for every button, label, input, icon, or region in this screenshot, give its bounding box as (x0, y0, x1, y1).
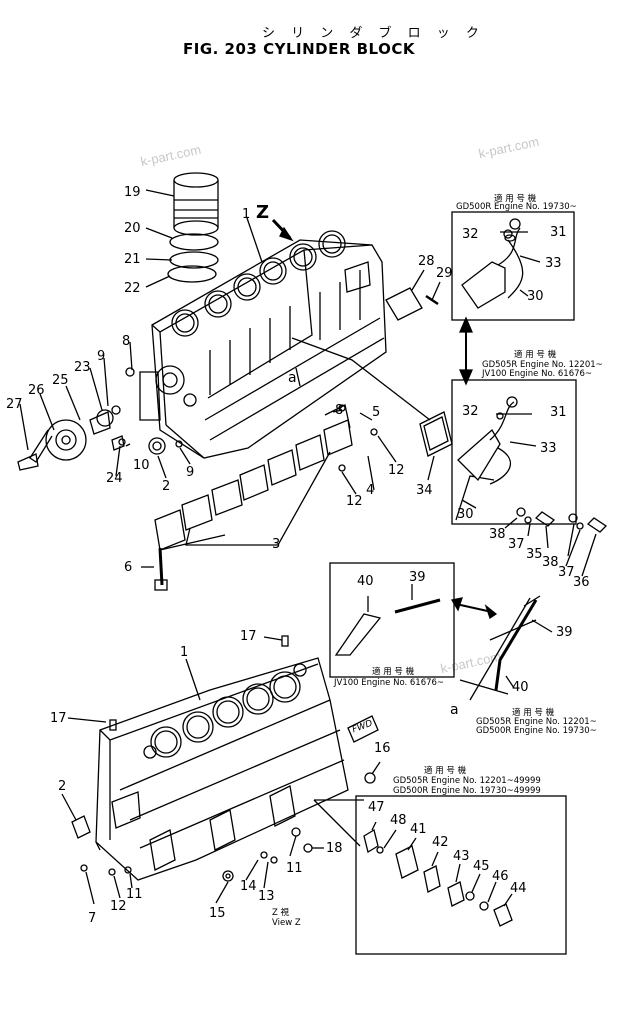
gear (17, 419, 87, 471)
callout-34: 34 (416, 483, 433, 498)
callout-22: 22 (124, 281, 141, 296)
callout-14: 14 (240, 879, 257, 894)
callout-32: 32 (462, 227, 479, 242)
callout-43: 43 (453, 849, 470, 864)
box3-line1: JV100 Engine No. 61676~ (334, 678, 445, 688)
callout-24: 24 (106, 471, 123, 486)
callout-2b: 2 (58, 779, 67, 794)
callout-12: 12 (388, 463, 405, 478)
callout-35: 35 (526, 547, 543, 562)
callout-37: 37 (508, 537, 525, 552)
callout-30: 30 (527, 289, 544, 304)
callout-31: 31 (550, 225, 567, 240)
callout-42: 42 (432, 835, 449, 850)
callout-40: 40 (357, 574, 374, 589)
title-japanese: シ リ ン ダ ブ ロ ッ ク (262, 26, 485, 41)
oil-pipe-assembly-1 (461, 218, 541, 309)
callout-11b: 11 (126, 887, 143, 902)
callout-25: 25 (52, 373, 69, 388)
callout-23: 23 (74, 360, 91, 375)
box3-jp: 適 用 号 機 (372, 667, 415, 677)
callout-46: 46 (492, 869, 509, 884)
callout-48: 48 (390, 813, 407, 828)
callout-41: 41 (410, 822, 427, 837)
box4-line1: GD505R Engine No. 12201~ (476, 717, 597, 727)
callout-11: 11 (286, 861, 303, 876)
ref-a-lower: a (450, 702, 459, 718)
callout-39: 39 (409, 570, 426, 585)
box1-line1: GD500R Engine No. 19730~ (456, 202, 577, 212)
callout-21: 21 (124, 252, 141, 267)
box1-jp: 適 用 号 機 (494, 194, 537, 204)
callout-20: 20 (124, 221, 141, 236)
callout-30b: 30 (457, 507, 474, 522)
callout-8: 8 (122, 334, 131, 349)
callout-36: 36 (573, 575, 590, 590)
main-bearing-caps (154, 404, 353, 551)
view-z-letter: Z (256, 202, 270, 223)
callout-18: 18 (326, 841, 343, 856)
box2-line2: JV100 Engine No. 61676~ (482, 369, 593, 379)
callout-2: 2 (162, 479, 171, 494)
callout-1: 1 (242, 207, 251, 222)
callout-26: 26 (28, 383, 45, 398)
callout-31b: 31 (550, 405, 567, 420)
callout-9: 9 (97, 349, 106, 364)
cylinder-block-top (139, 230, 387, 459)
callout-15: 15 (209, 906, 226, 921)
box4-line2: GD500R Engine No. 19730~ (476, 726, 597, 736)
callout-5: 5 (372, 405, 381, 420)
callout-10: 10 (133, 458, 150, 473)
oil-pipe-assembly-2 (457, 396, 537, 509)
callout-13: 13 (258, 889, 275, 904)
callout-45: 45 (473, 859, 490, 874)
callout-17b: 17 (50, 711, 67, 726)
callout-27: 27 (6, 397, 23, 412)
callout-38b: 38 (542, 555, 559, 570)
callout-12c: 12 (110, 899, 127, 914)
callout-12b: 12 (346, 494, 363, 509)
callout-39b: 39 (556, 625, 573, 640)
box5-jp: 適 用 号 機 (424, 766, 467, 776)
callout-6: 6 (124, 560, 133, 575)
callout-19: 19 (124, 185, 141, 200)
callout-4: 4 (366, 483, 375, 498)
box5-line1: GD505R Engine No. 12201~49999 (393, 776, 541, 786)
cylinder-liner (167, 172, 219, 283)
callout-38: 38 (489, 527, 506, 542)
callout-47: 47 (368, 800, 385, 815)
view-z-en: View Z (272, 918, 301, 928)
callout-17: 17 (240, 629, 257, 644)
callout-8b: 8 (335, 403, 344, 418)
callout-1b: 1 (180, 645, 189, 660)
callout-29: 29 (436, 266, 453, 281)
callout-40b: 40 (512, 680, 529, 695)
oil-plug-parts (363, 821, 513, 927)
callout-28: 28 (418, 254, 435, 269)
box2-jp: 適 用 号 機 (514, 350, 557, 360)
box5-line2: GD500R Engine No. 19730~49999 (393, 786, 541, 796)
figure-title: FIG. 203 CYLINDER BLOCK (183, 40, 415, 58)
box4-jp: 適 用 号 機 (512, 708, 555, 718)
view-z-jp: Z 視 (272, 908, 290, 918)
callout-7: 7 (88, 911, 97, 926)
callout-33b: 33 (540, 441, 557, 456)
box2-line1: GD505R Engine No. 12201~ (482, 360, 603, 370)
cylinder-block-bottom (95, 657, 349, 881)
callout-37b: 37 (558, 565, 575, 580)
callout-44: 44 (510, 881, 527, 896)
callout-32b: 32 (462, 404, 479, 419)
callout-9b: 9 (186, 465, 195, 480)
ref-a-upper: a (288, 370, 297, 386)
callout-16: 16 (374, 741, 391, 756)
callout-33: 33 (545, 256, 562, 271)
callout-3: 3 (272, 537, 281, 552)
